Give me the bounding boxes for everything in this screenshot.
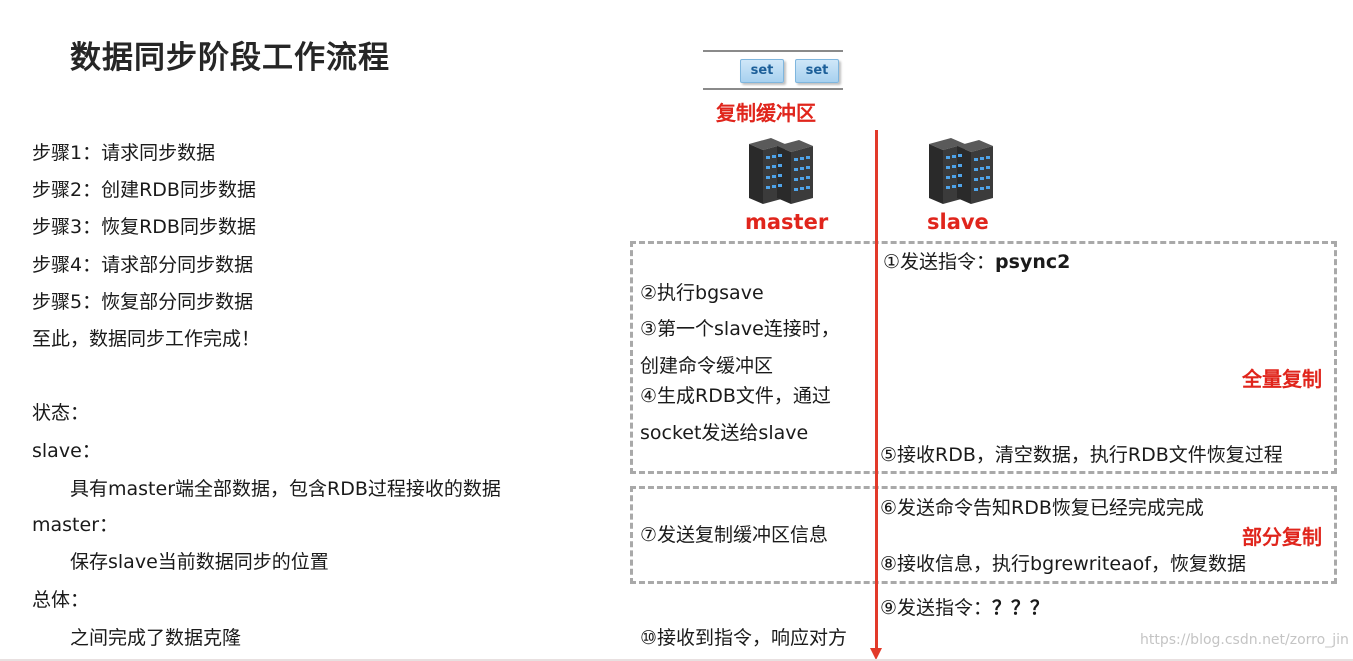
step-list-item-5: 步骤5：恢复部分同步数据 (32, 291, 254, 313)
slave-status-heading: slave： (32, 440, 101, 462)
step-6: ⑥发送命令告知RDB恢复已经完成完成 (880, 497, 1204, 519)
step-8: ⑧接收信息，执行bgrewriteaof，恢复数据 (880, 553, 1246, 575)
step-7: ⑦发送复制缓冲区信息 (640, 524, 829, 546)
buffer-set-block-2: set (795, 59, 839, 83)
step-4-line2: socket发送给slave (640, 422, 809, 444)
buffer-label: 复制缓冲区 (716, 101, 816, 125)
slave-status-desc: 具有master端全部数据，包含RDB过程接收的数据 (70, 478, 501, 500)
page-title: 数据同步阶段工作流程 (70, 40, 390, 76)
step-4-line1: ④生成RDB文件，通过 (640, 385, 831, 407)
full-sync-label: 全量复制 (1242, 367, 1322, 391)
partial-sync-box (630, 486, 1337, 584)
step-1-command: psync2 (995, 251, 1071, 273)
step-1-text: ①发送指令： (883, 251, 996, 273)
step-5: ⑤接收RDB，清空数据，执行RDB文件恢复过程 (880, 444, 1283, 466)
buffer-top-line (703, 50, 843, 52)
step-9-command: ？？？ (992, 597, 1050, 619)
step-list-item-3: 步骤3：恢复RDB同步数据 (32, 216, 256, 238)
master-status-heading: master： (32, 514, 119, 536)
buffer-set-block-1: set (740, 59, 784, 83)
buffer-bottom-line (703, 88, 843, 90)
step-10: ⑩接收到指令，响应对方 (640, 627, 848, 649)
step-9: ⑨发送指令：？？？ (880, 596, 1049, 620)
master-label: master (745, 210, 829, 234)
step-2: ②执行bgsave (640, 282, 764, 304)
master-server-icon (749, 138, 813, 204)
overall-desc: 之间完成了数据克隆 (70, 627, 242, 649)
timeline-arrow-icon (870, 648, 882, 660)
slave-label: slave (927, 210, 989, 234)
step-3-line1: ③第一个slave连接时， (640, 318, 840, 340)
bottom-border (0, 659, 1353, 661)
watermark: https://blog.csdn.net/zorro_jin (1140, 632, 1349, 648)
full-sync-box (630, 241, 1337, 474)
step-list-item-1: 步骤1：请求同步数据 (32, 142, 216, 164)
step-3-line2: 创建命令缓冲区 (640, 355, 774, 377)
partial-sync-label: 部分复制 (1242, 525, 1322, 549)
completion-note: 至此，数据同步工作完成！ (32, 328, 261, 350)
step-9-text: ⑨发送指令： (880, 597, 993, 619)
slave-server-icon (929, 138, 993, 204)
master-status-desc: 保存slave当前数据同步的位置 (70, 551, 329, 573)
timeline-line (875, 130, 878, 650)
step-list-item-4: 步骤4：请求部分同步数据 (32, 254, 254, 276)
overall-heading: 总体： (32, 589, 90, 611)
status-heading: 状态： (32, 402, 90, 424)
step-list-item-2: 步骤2：创建RDB同步数据 (32, 179, 256, 201)
step-1: ①发送指令：psync2 (883, 250, 1070, 274)
